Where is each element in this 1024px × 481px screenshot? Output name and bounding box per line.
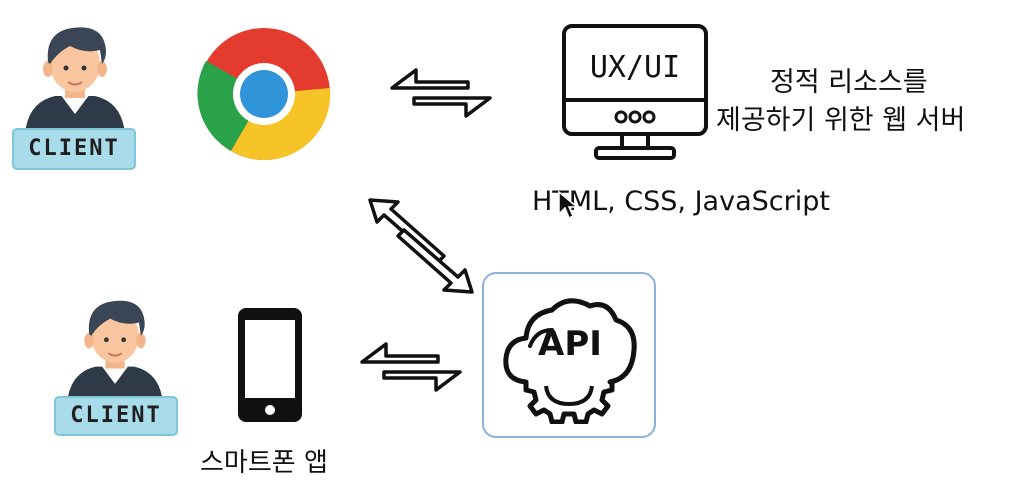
web-server-description-line2: 제공하기 위한 웹 서버 [716, 105, 966, 136]
smartphone-caption: 스마트폰 앱 [200, 448, 328, 478]
smartphone-icon [238, 308, 302, 422]
tech-caption: HTML, CSS, JavaScript [532, 186, 830, 217]
bidirectional-arrow-diagonal-icon [368, 198, 474, 294]
client-top: CLIENT [10, 14, 140, 170]
client-bottom: CLIENT [50, 288, 180, 438]
bidirectional-arrow-icon [360, 342, 462, 392]
api-label: API [538, 324, 602, 364]
web-server-description-line1: 정적 리소스를 [770, 67, 928, 98]
monitor-icon [562, 24, 708, 160]
person-icon [67, 300, 163, 403]
api-cloud-gear-icon [503, 298, 637, 424]
client-badge: CLIENT [54, 396, 178, 436]
mouse-cursor-icon [558, 190, 579, 220]
monitor-screen-label: UX/UI [589, 50, 681, 85]
bidirectional-arrow-icon [390, 68, 492, 118]
client-badge: CLIENT [12, 128, 136, 170]
person-icon [25, 27, 125, 134]
chrome-browser-icon [197, 28, 331, 161]
